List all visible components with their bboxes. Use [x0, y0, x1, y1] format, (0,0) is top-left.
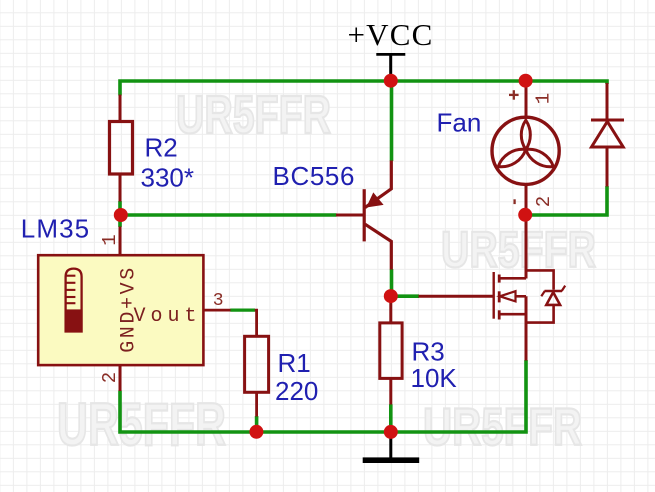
- svg-text:330*: 330*: [141, 162, 195, 192]
- svg-text:220: 220: [275, 376, 318, 406]
- svg-text:10K: 10K: [411, 363, 458, 393]
- svg-text:2: 2: [533, 196, 555, 207]
- svg-text:R3: R3: [412, 337, 445, 367]
- svg-text:GND+VS: GND+VS: [118, 265, 141, 353]
- svg-text:UR5FFR: UR5FFR: [176, 85, 331, 145]
- svg-text:2: 2: [99, 372, 121, 383]
- svg-text:R1: R1: [278, 348, 311, 378]
- svg-text:LM35: LM35: [21, 213, 90, 243]
- svg-text:UR5FFR: UR5FFR: [423, 398, 582, 457]
- svg-text:+VCC: +VCC: [348, 17, 434, 52]
- svg-text:BC556: BC556: [273, 161, 356, 191]
- svg-text:UR5FFR: UR5FFR: [441, 221, 596, 278]
- svg-text:3: 3: [213, 291, 224, 311]
- svg-text:UR5FFR: UR5FFR: [57, 391, 226, 458]
- svg-text:R2: R2: [145, 133, 178, 163]
- svg-text:1: 1: [99, 234, 121, 245]
- svg-text:1: 1: [533, 93, 555, 104]
- svg-text:Vout: Vout: [134, 305, 202, 328]
- svg-text:Fan: Fan: [437, 107, 482, 137]
